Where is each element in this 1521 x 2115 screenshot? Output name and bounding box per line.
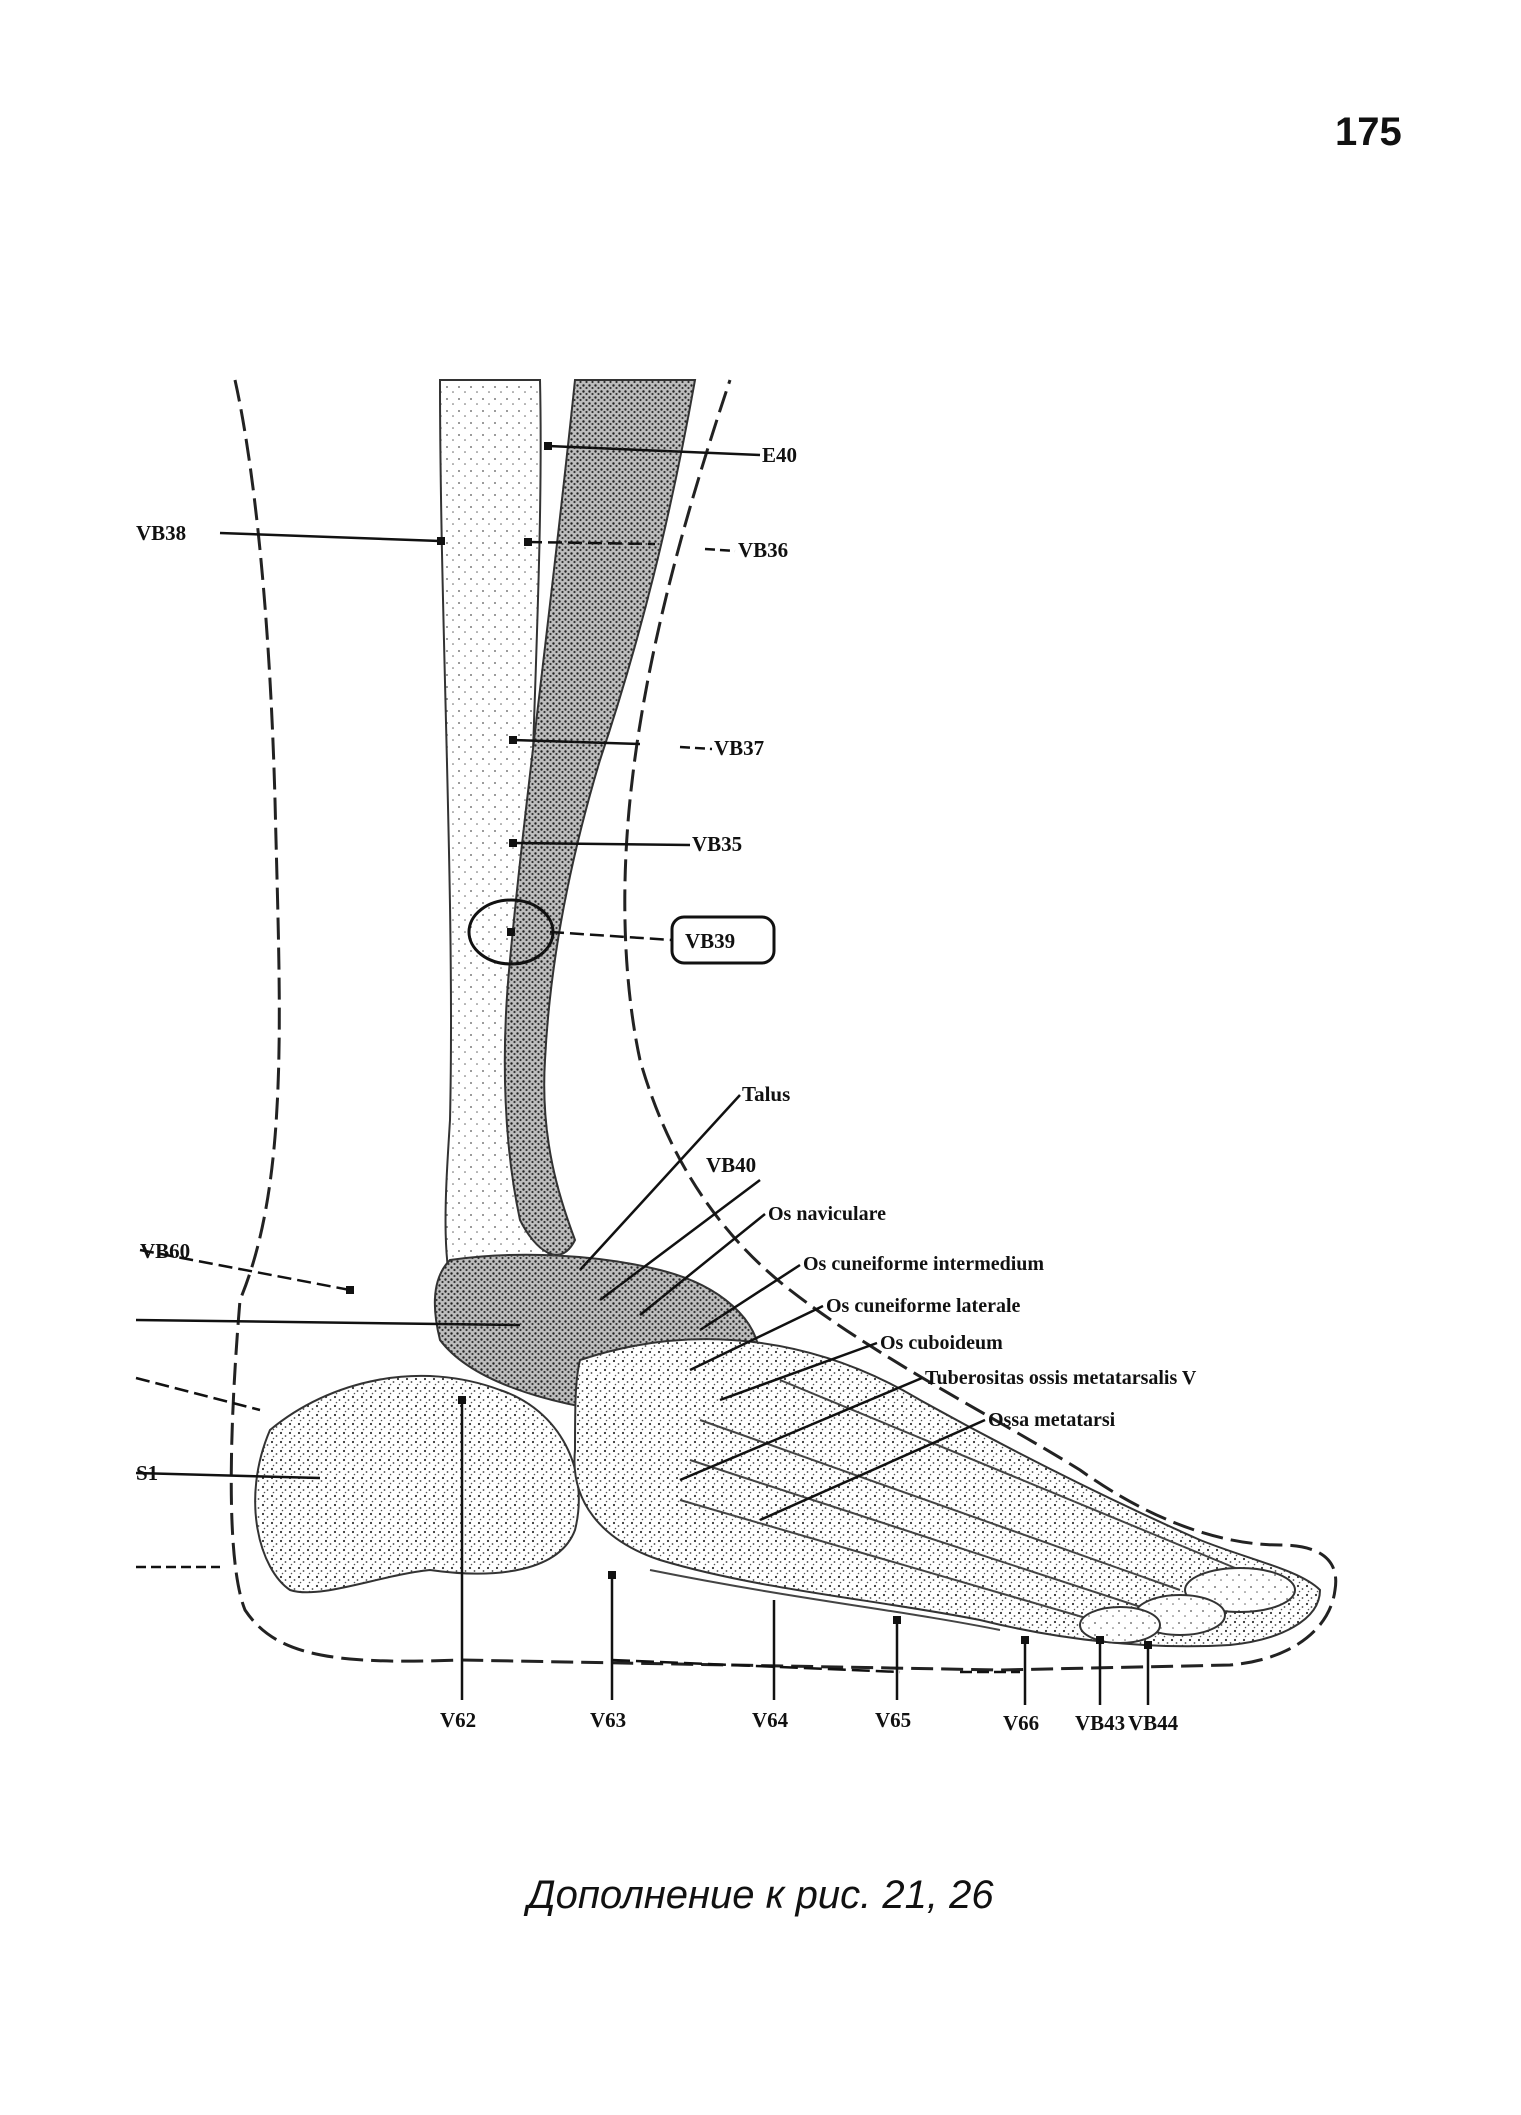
label-v62: V62 [440,1708,476,1732]
label-os-naviculare: Os naviculare [768,1203,886,1225]
label-v65: V65 [875,1708,911,1732]
label-vb35: VB35 [692,832,742,856]
label-vb60: VB60 [140,1239,190,1263]
label-ossa-metatarsi: Ossa metatarsi [988,1409,1116,1431]
figure-caption: Дополнение к рис. 21, 26 [0,1873,1521,1918]
calcaneus-bone [255,1376,579,1592]
label-v63: V63 [590,1708,626,1732]
label-vb36: VB36 [738,538,788,562]
label-os-cuneiforme-laterale: Os cuneiforme laterale [826,1295,1020,1317]
label-vb44: VB44 [1128,1711,1179,1735]
label-vb40: VB40 [706,1153,756,1177]
label-vb38: VB38 [136,521,186,545]
label-vb37: VB37 [714,736,764,760]
label-os-cuboideum: Os cuboideum [880,1332,1003,1354]
label-e40: E40 [762,443,797,467]
label-os-cuneiforme-intermedium: Os cuneiforme intermedium [803,1253,1044,1275]
label-talus: Talus [742,1082,790,1106]
label-vb43: VB43 [1075,1711,1125,1735]
label-s1: S1 [136,1461,158,1485]
label-tuberositas: Tuberositas ossis metatarsalis V [925,1367,1197,1389]
ankle-foot-acupoint-diagram: E40 VB38 VB36 VB37 VB35 VB39 Talus VB40 … [0,0,1521,1800]
label-vb39: VB39 [685,929,735,953]
label-v64: V64 [752,1708,789,1732]
label-v66: V66 [1003,1711,1039,1735]
